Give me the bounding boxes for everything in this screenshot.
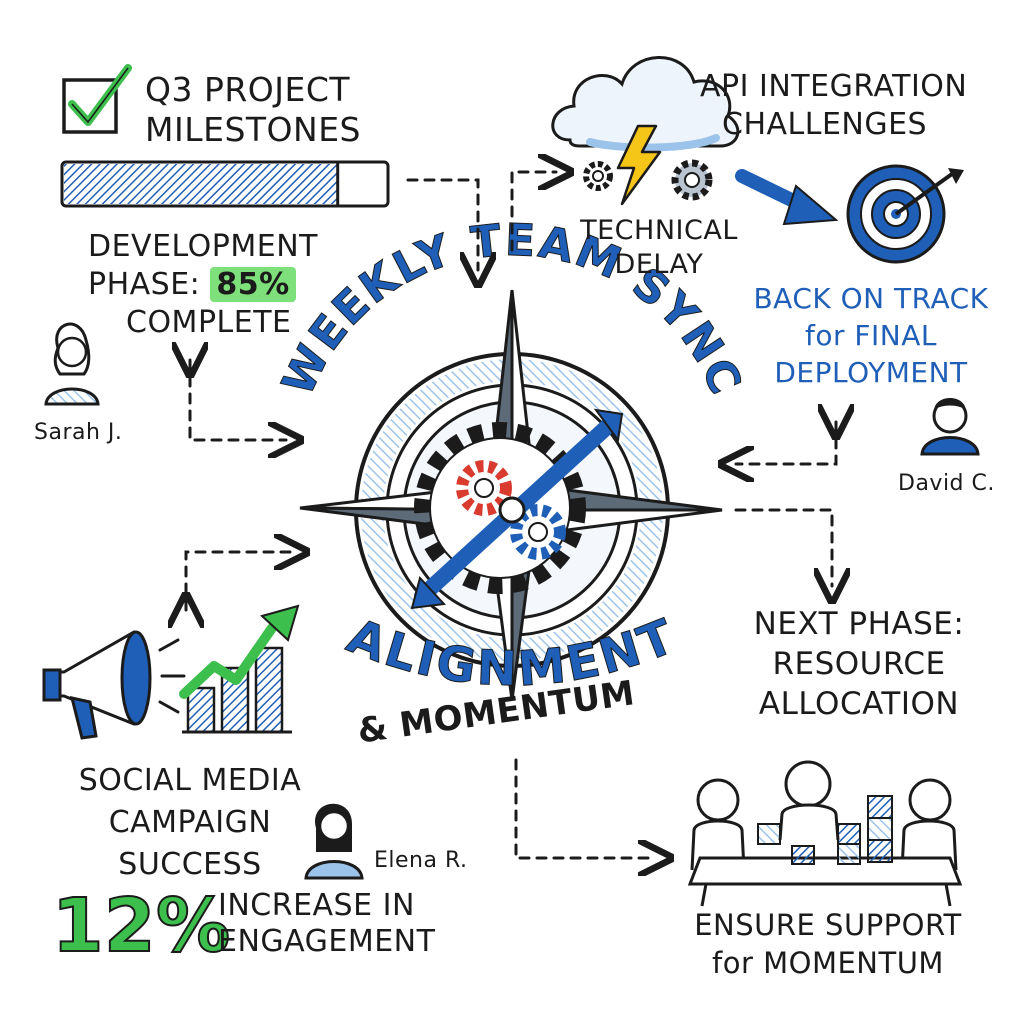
increase-line1: INCREASE IN	[218, 888, 415, 923]
elena-name-label: Elena R.	[374, 848, 468, 873]
connector-center-to-next-phase	[734, 508, 832, 586]
api-title-line2: CHALLENGES	[722, 107, 928, 142]
growth-bar-chart-icon	[179, 604, 300, 734]
david-avatar-icon	[920, 398, 980, 456]
connector-center-to-api	[510, 172, 556, 252]
david-name-label: David C.	[898, 471, 995, 496]
target-icon	[846, 164, 964, 264]
api-challenges-title: API INTEGRATION CHALLENGES	[700, 68, 1020, 144]
development-line1: DEVELOPMENT	[88, 229, 318, 264]
next-phase-line3: ALLOCATION	[758, 686, 960, 722]
storm-cloud-icon	[551, 56, 740, 152]
blue-arrow-to-target	[735, 169, 839, 226]
social-campaign-label: SOCIAL MEDIA CAMPAIGN SUCCESS	[60, 760, 320, 886]
tech-delay-line1: TECHNICAL	[580, 215, 738, 246]
api-title-line1: API INTEGRATION	[700, 69, 968, 104]
gear-icon	[583, 161, 613, 191]
development-phase-label: PHASE:	[88, 267, 201, 302]
milestones-title-line1: Q3 PROJECT	[145, 70, 351, 109]
central-compass-diagram	[299, 289, 723, 701]
tech-delay-line2: DELAY	[614, 249, 704, 280]
lightning-icon	[616, 124, 662, 206]
connector-dev-to-center	[190, 360, 286, 440]
gear-icon	[671, 159, 713, 201]
connector-track-to-center	[736, 422, 836, 464]
elena-avatar-icon	[304, 803, 364, 880]
track-line2: for FINAL	[805, 319, 937, 352]
technical-delay-label: TECHNICAL DELAY	[564, 214, 754, 282]
track-line1: BACK ON TRACK	[753, 282, 989, 315]
sarah-avatar-icon	[44, 322, 100, 406]
engagement-percent: 12%	[51, 883, 231, 969]
megaphone-icon	[42, 630, 186, 740]
increase-line2: ENGAGEMENT	[218, 924, 436, 959]
team-meeting-icon	[687, 760, 963, 907]
connector-center-to-support	[514, 758, 656, 858]
development-percent-highlight: 85%	[210, 267, 296, 302]
track-line3: DEPLOYMENT	[774, 356, 968, 389]
ensure-line2: for MOMENTUM	[712, 946, 944, 980]
checkbox-checked-icon	[62, 64, 132, 134]
ensure-line1: ENSURE SUPPORT	[694, 908, 962, 942]
connector-social-to-center	[186, 552, 292, 610]
milestone-progress-bar	[60, 160, 390, 208]
ensure-support-label: ENSURE SUPPORT for MOMENTUM	[668, 906, 988, 982]
social-line3: SUCCESS	[118, 847, 262, 882]
engagement-label: INCREASE IN ENGAGEMENT	[218, 888, 435, 960]
next-phase-line2: RESOURCE	[772, 646, 946, 682]
next-phase-label: NEXT PHASE: RESOURCE ALLOCATION	[740, 604, 978, 724]
social-line1: SOCIAL MEDIA	[78, 763, 302, 798]
dashed-connectors	[186, 172, 836, 858]
development-status: DEVELOPMENT PHASE: 85% COMPLETE	[88, 228, 318, 342]
next-phase-line1: NEXT PHASE:	[753, 606, 965, 642]
connector-milestones-to-center	[406, 178, 478, 270]
sarah-name-label: Sarah J.	[34, 420, 123, 445]
development-line3: COMPLETE	[126, 305, 292, 340]
milestones-title: Q3 PROJECT MILESTONES	[145, 70, 361, 150]
milestones-title-line2: MILESTONES	[145, 110, 362, 149]
development-line2: PHASE: 85%	[88, 266, 318, 304]
back-on-track-label: BACK ON TRACK for FINAL DEPLOYMENT	[728, 280, 1014, 391]
social-line2: CAMPAIGN	[108, 805, 272, 840]
